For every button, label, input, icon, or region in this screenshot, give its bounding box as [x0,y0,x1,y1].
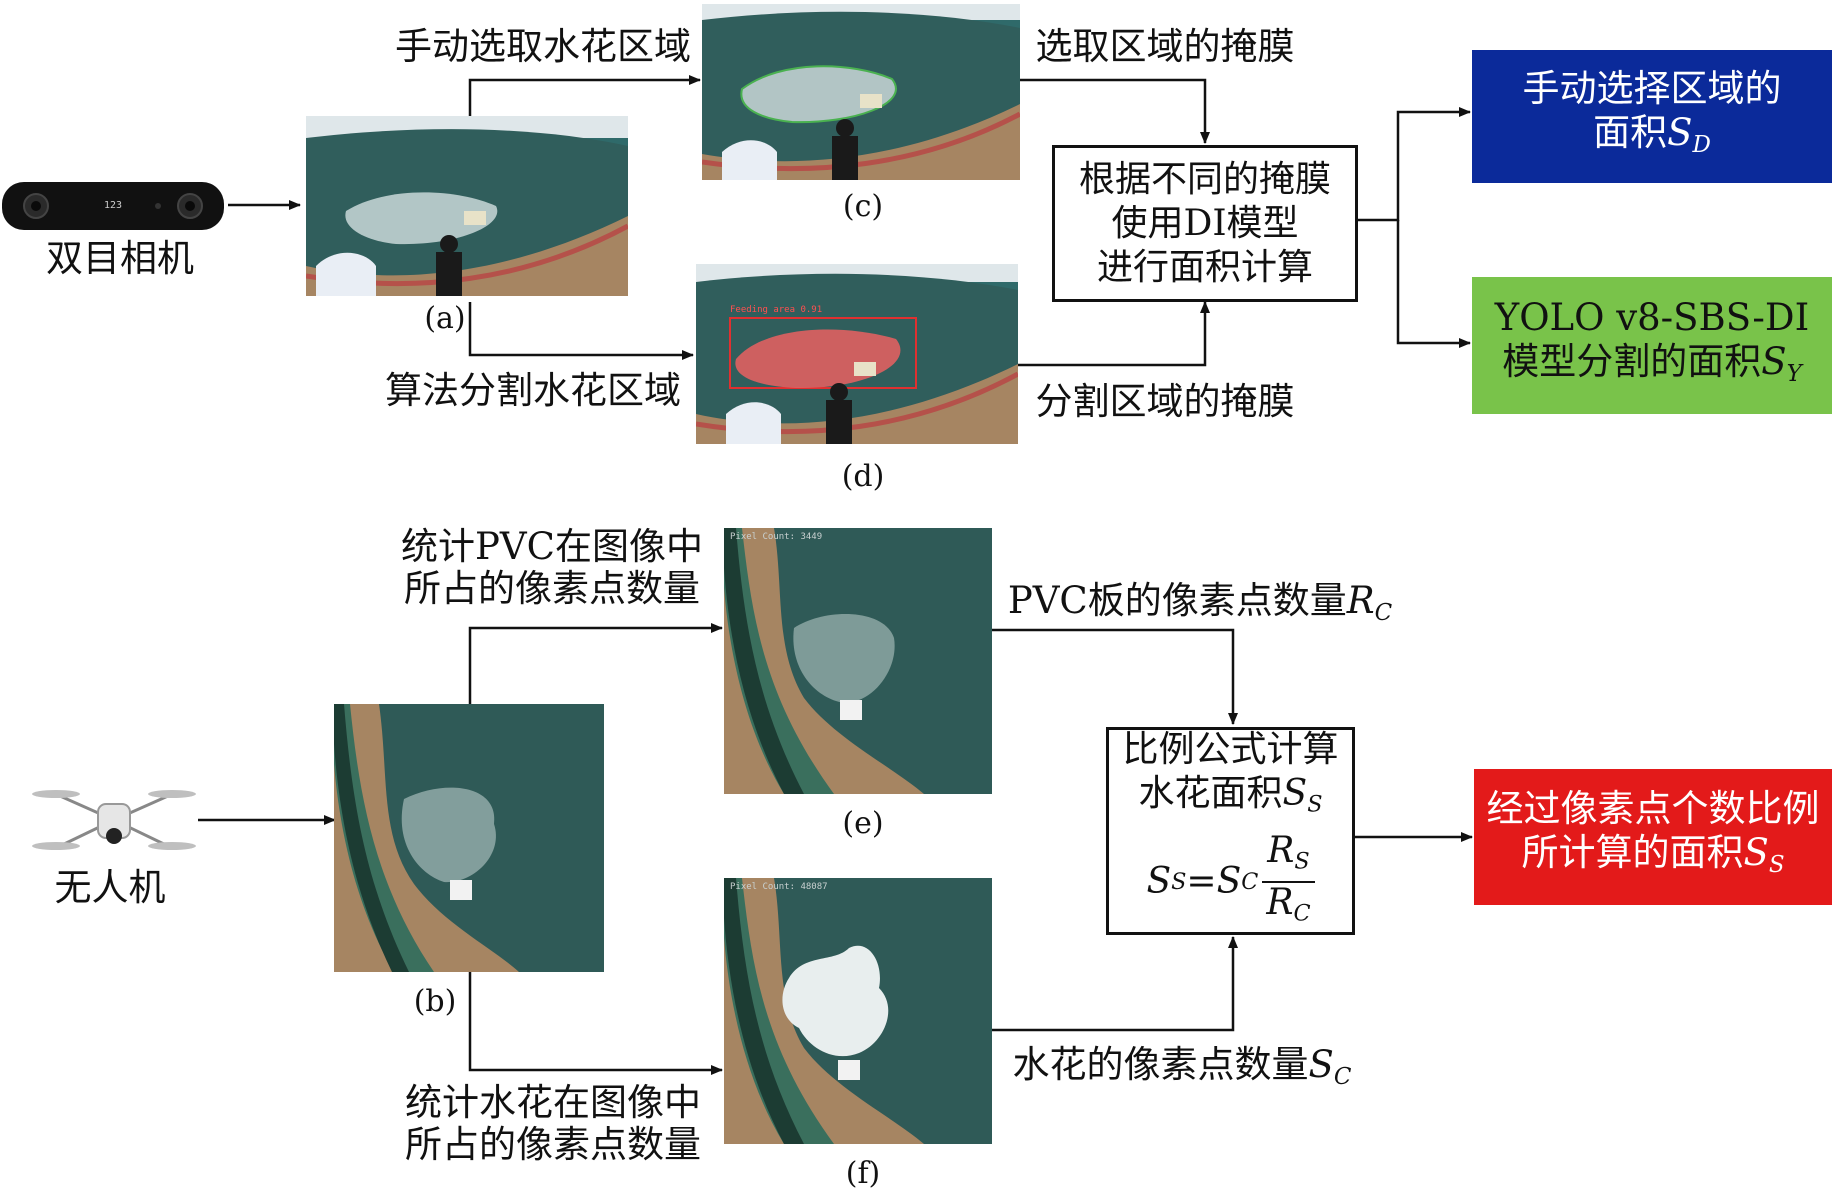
arrow-a-to-d [468,302,694,360]
arrow-di-to-outputs [1358,107,1471,222]
selected-mask-label: 选取区域的掩膜 [1035,25,1295,68]
algo-segment-label: 算法分割水花区域 [385,369,681,412]
arrow-a-to-c [468,75,701,118]
caption-c: (c) [842,189,884,224]
di-line1: 根据不同的掩膜 [1078,158,1331,200]
arrow-b-to-e [468,623,723,705]
manual-area-line1: 手动选择区域的 [1522,66,1782,110]
ratio-line2: 水花面积SS [1138,772,1323,818]
camera-badge: 123 [104,200,123,211]
ratio-area-line2: 所计算的面积SS [1521,831,1785,878]
arrow-di-to-yolo [1396,220,1471,348]
ratio-line1: 比例公式计算 [1122,728,1339,770]
photo-a [306,116,628,296]
photo-b [334,704,604,972]
manual-select-label: 手动选取水花区域 [395,25,691,68]
pixel-count-f: Pixel Count: 48087 [730,882,828,892]
photo-f: Pixel Count: 48087 [724,878,992,1144]
caption-b: (b) [413,984,457,1019]
spray-count-label: 统计水花在图像中 所占的像素点数量 [405,1081,701,1166]
yolo-area-line2: 模型分割的面积SY [1502,339,1802,387]
manual-area-output: 手动选择区域的 面积SD [1472,50,1832,183]
ratio-area-line1: 经过像素点个数比例 [1486,787,1820,831]
arrow-e-to-ratio [992,628,1238,725]
stereo-camera-label: 双目相机 [46,237,194,280]
yolo-area-output: YOLO v8-SBS-DI 模型分割的面积SY [1472,277,1832,414]
di-line3: 进行面积计算 [1096,246,1313,288]
stereo-camera-icon: 123 [0,178,228,234]
pvc-count-label: 统计PVC在图像中 所占的像素点数量 [401,525,703,610]
pvc-pixels-label: PVC板的像素点数量RC [1007,579,1393,626]
arrow-d-to-di [1018,301,1210,367]
caption-e: (e) [842,806,884,841]
arrow-c-to-di [1018,78,1210,144]
di-line2: 使用DI模型 [1111,202,1299,244]
spray-pixels-label: 水花的像素点数量SC [1012,1043,1352,1090]
di-model-box: 根据不同的掩膜 使用DI模型 进行面积计算 [1052,145,1358,302]
photo-e: Pixel Count: 3449 [724,528,992,794]
ratio-area-output: 经过像素点个数比例 所计算的面积SS [1474,769,1832,905]
caption-d: (d) [841,459,885,494]
yolo-area-line1: YOLO v8-SBS-DI [1494,295,1810,339]
manual-area-line2: 面积SD [1593,110,1711,158]
drone-icon [30,776,198,864]
segment-mask-label: 分割区域的掩膜 [1035,380,1295,423]
photo-d: Feeding area 0.91 [696,264,1018,444]
drone-label: 无人机 [54,866,166,909]
ratio-fraction: RS RC [1262,830,1315,934]
photo-c [702,4,1020,180]
arrow-f-to-ratio [992,936,1238,1032]
caption-f: (f) [845,1156,881,1191]
arrow-b-to-f [468,972,723,1075]
detection-label: Feeding area 0.91 [730,305,823,315]
pixel-count-e: Pixel Count: 3449 [730,532,823,542]
caption-a: (a) [424,301,466,336]
